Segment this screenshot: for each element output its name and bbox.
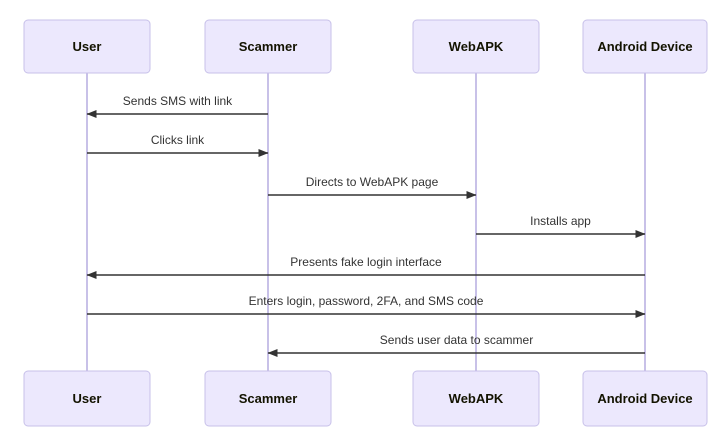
participant-box-shape — [23, 19, 151, 74]
message-label-7: Sends user data to scammer — [380, 333, 533, 347]
participant-footer-webapk[interactable]: WebAPK — [412, 370, 540, 427]
message-7[interactable]: Sends user data to scammer — [267, 333, 645, 357]
participant-box-shape — [204, 370, 332, 427]
participant-label-user: User — [73, 391, 102, 406]
participant-footer-user[interactable]: User — [23, 370, 151, 427]
participant-label-webapk: WebAPK — [449, 39, 504, 54]
message-label-2: Clicks link — [151, 133, 205, 147]
participant-box-shape — [582, 370, 708, 427]
message-3[interactable]: Directs to WebAPK page — [268, 175, 477, 199]
participant-header-scammer[interactable]: Scammer — [204, 19, 332, 74]
message-label-1: Sends SMS with link — [123, 94, 233, 108]
message-2[interactable]: Clicks link — [87, 133, 269, 157]
participant-label-android: Android Device — [597, 391, 692, 406]
participant-header-android[interactable]: Android Device — [582, 19, 708, 74]
participant-label-user: User — [73, 39, 102, 54]
message-label-5: Presents fake login interface — [290, 255, 442, 269]
participant-label-scammer: Scammer — [239, 39, 298, 54]
message-6[interactable]: Enters login, password, 2FA, and SMS cod… — [87, 294, 646, 318]
participant-box-shape — [412, 19, 540, 74]
participant-header-webapk[interactable]: WebAPK — [412, 19, 540, 74]
message-1[interactable]: Sends SMS with link — [86, 94, 268, 118]
message-5[interactable]: Presents fake login interface — [86, 255, 645, 279]
participant-box-shape — [412, 370, 540, 427]
participant-footer-scammer[interactable]: Scammer — [204, 370, 332, 427]
message-label-3: Directs to WebAPK page — [306, 175, 439, 189]
participant-label-webapk: WebAPK — [449, 391, 504, 406]
participant-footer-android[interactable]: Android Device — [582, 370, 708, 427]
message-label-6: Enters login, password, 2FA, and SMS cod… — [249, 294, 484, 308]
participant-header-user[interactable]: User — [23, 19, 151, 74]
participant-box-shape — [204, 19, 332, 74]
lifelines-layer — [86, 73, 646, 371]
participant-box-shape — [23, 370, 151, 427]
participant-box-shape — [582, 19, 708, 74]
message-label-4: Installs app — [530, 214, 591, 228]
participant-label-android: Android Device — [597, 39, 692, 54]
message-4[interactable]: Installs app — [476, 214, 646, 238]
participant-label-scammer: Scammer — [239, 391, 298, 406]
